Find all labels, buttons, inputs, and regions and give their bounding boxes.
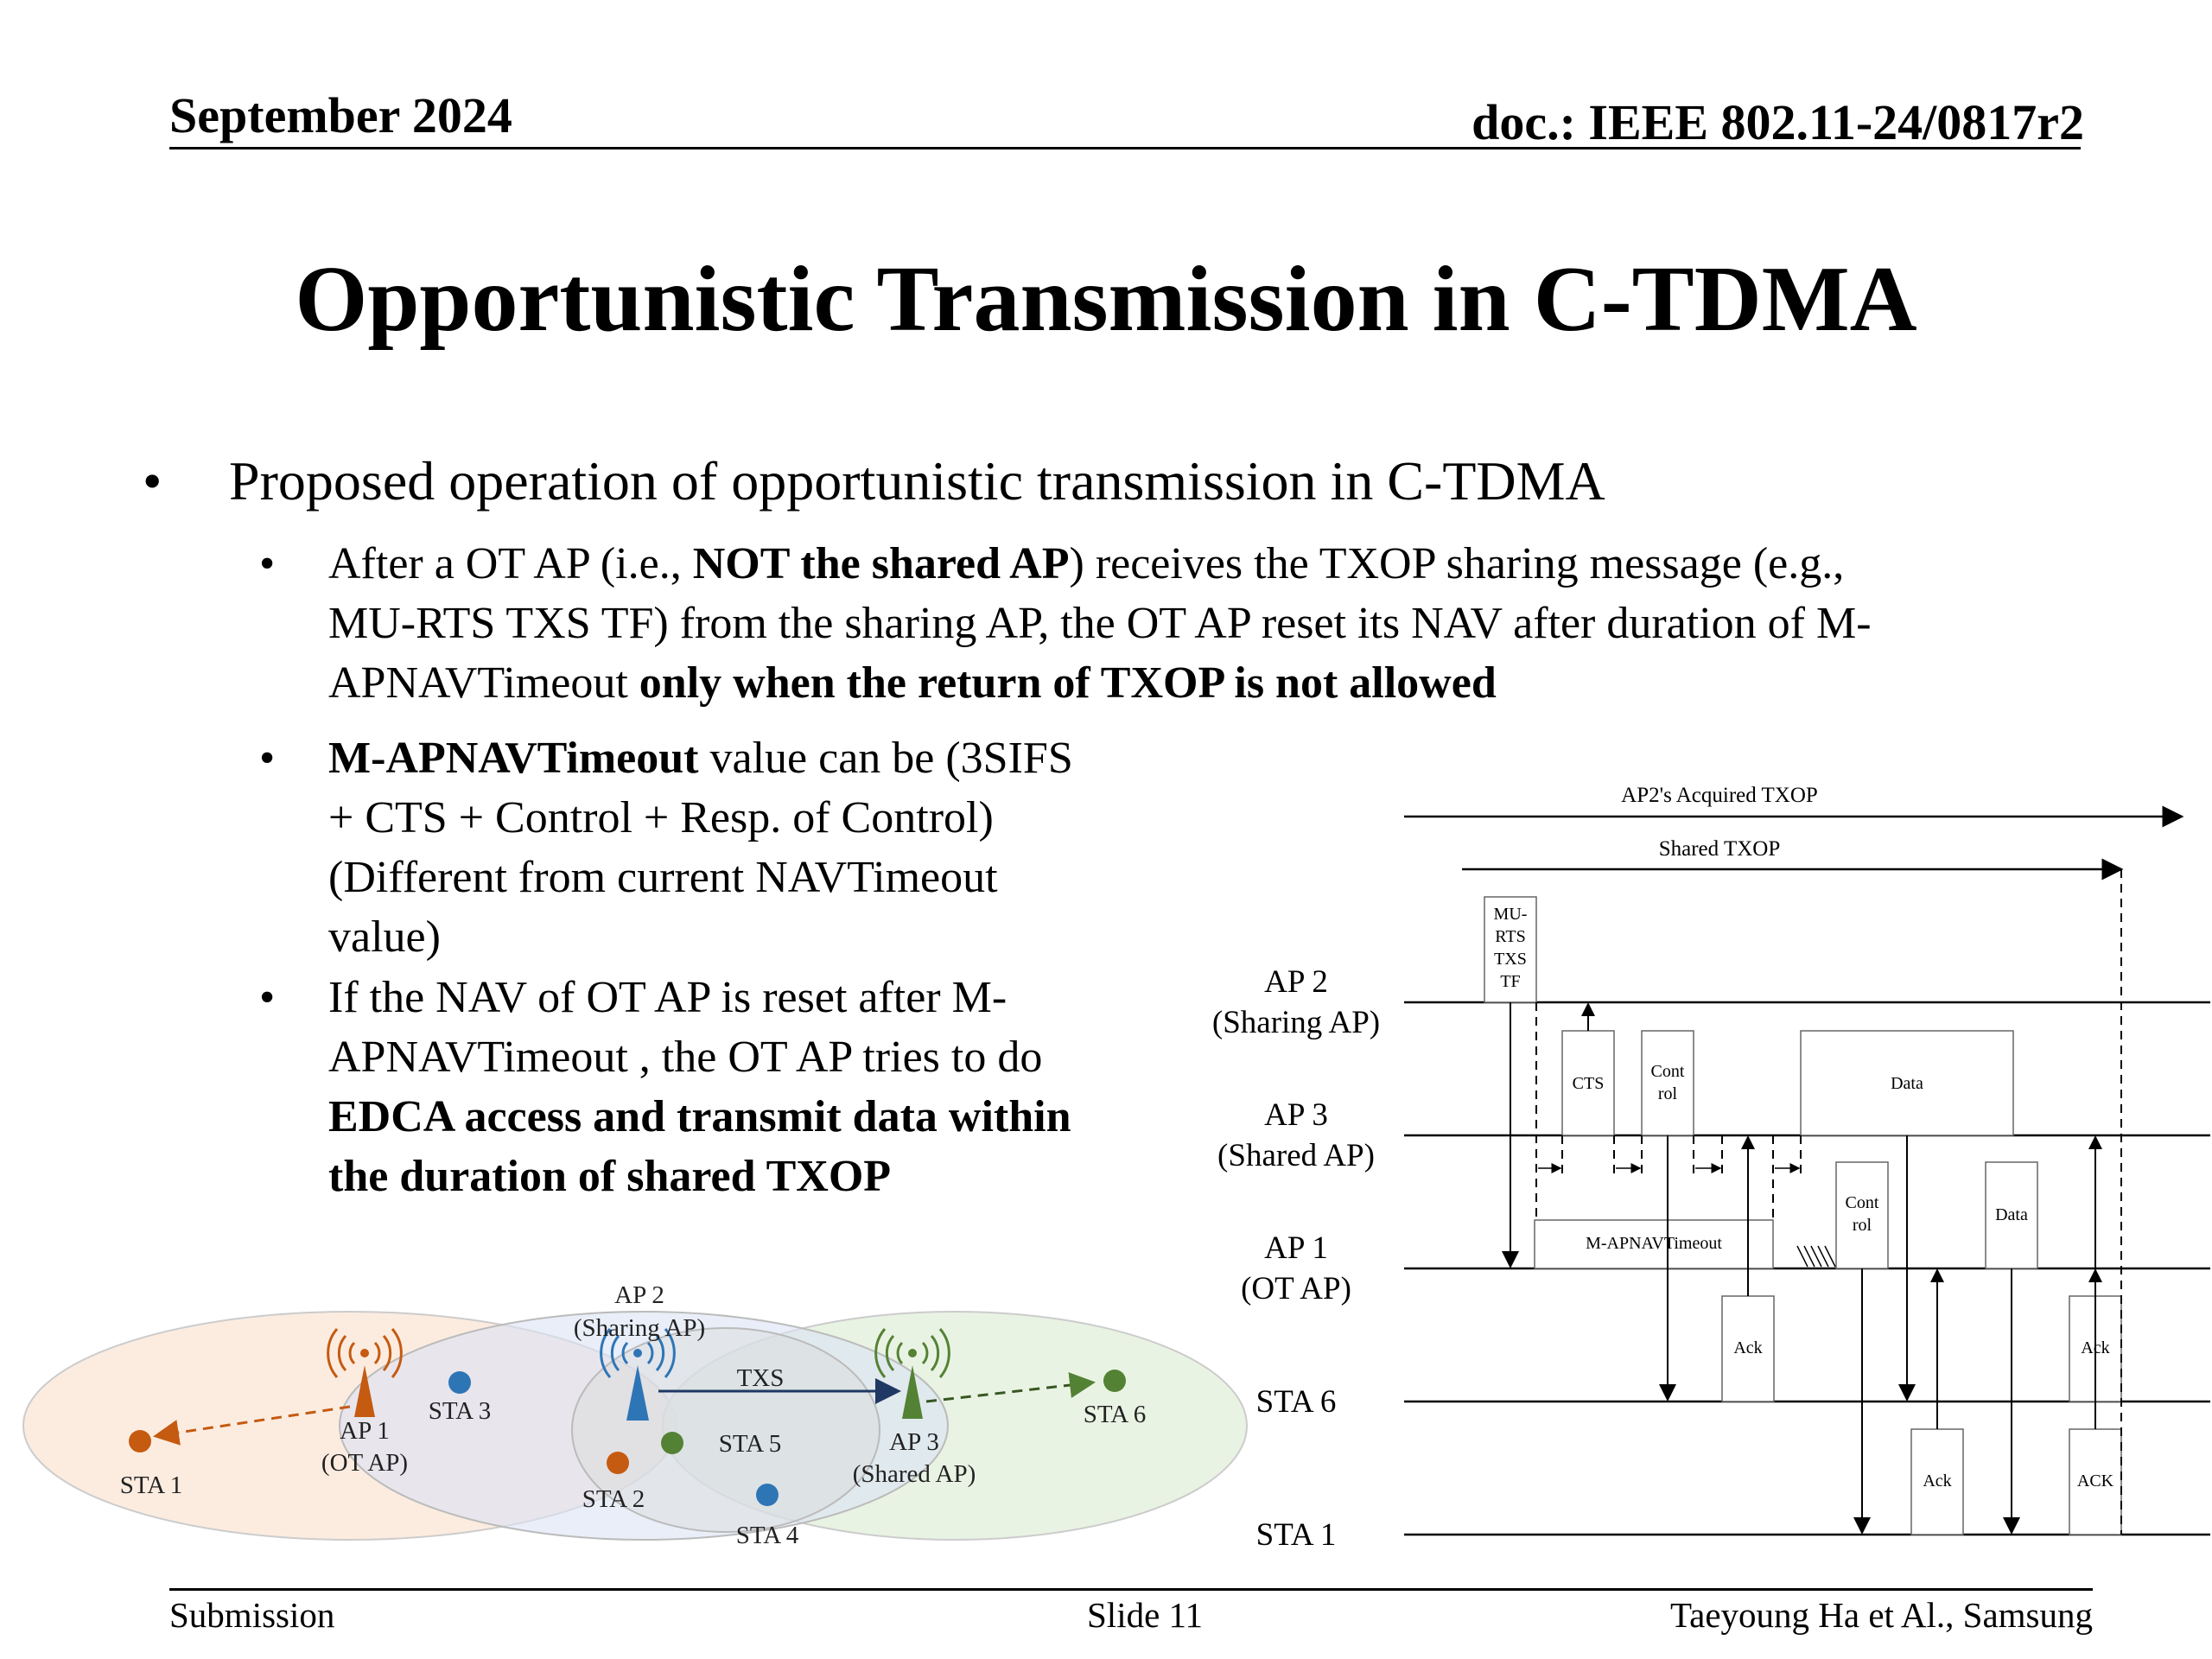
shared-txop-label: Shared TXOP: [1659, 837, 1781, 861]
m-apnavtimeout-box: [1534, 1219, 1774, 1269]
header-date: September 2024: [169, 87, 512, 143]
bullet-dot: •: [143, 450, 162, 512]
murts-label-2: RTS: [1495, 927, 1525, 946]
ap3-data-frame: [1800, 1030, 2014, 1136]
row-ap2-role: (Sharing AP): [1212, 1005, 1380, 1040]
topo-ap3-label: AP 3: [889, 1428, 939, 1456]
network-topology-diagram: AP 2 (Sharing AP) AP 1 (OT AP) AP 3 (Sha…: [22, 1281, 1248, 1549]
timeout-label: M-APNAVTimeout: [1586, 1234, 1722, 1253]
row-ap2: AP 2: [1264, 964, 1328, 1000]
topo-sta3-label: STA 3: [429, 1397, 492, 1425]
ap2-coverage: [339, 1311, 949, 1541]
header-rule: [169, 147, 2081, 149]
topo-ap2-label: AP 2: [614, 1281, 664, 1309]
ack-frame-3: [1910, 1428, 1964, 1535]
text-line-bold: the duration of shared TXOP: [328, 1152, 892, 1201]
cts-label: CTS: [1573, 1074, 1605, 1093]
ap3-antenna-icon: [874, 1328, 950, 1419]
sta2-dot: [607, 1452, 629, 1474]
text-line: + CTS + Control + Resp. of Control): [328, 793, 994, 842]
topo-ap1-role: (OT AP): [321, 1449, 408, 1477]
topo-sta2-label: STA 2: [582, 1485, 645, 1513]
footer-author: Taeyoung Ha et Al., Samsung: [1669, 1595, 2093, 1635]
murts-label-4: TF: [1500, 972, 1520, 991]
text-line: value): [328, 912, 441, 962]
footer-slide-number: Slide 11: [1087, 1595, 1204, 1635]
bullet-dot: •: [259, 734, 276, 783]
ap3-to-sta6-arrow: [925, 1372, 1096, 1403]
murts-label-1: MU-: [1494, 905, 1528, 924]
main-bullet-text: Proposed operation of opportunistic tran…: [229, 450, 1605, 512]
bullet-dot: •: [259, 973, 276, 1022]
backoff-hatch: [1796, 1245, 1836, 1268]
sta1-dot: [129, 1430, 151, 1452]
sta6-dot: [1103, 1370, 1126, 1392]
ack-frame-4: [2069, 1428, 2122, 1535]
timing-diagram: AP2's Acquired TXOP Shared TXOP AP 2 (Sh…: [1212, 784, 2210, 1553]
ap2-antenna-icon: [600, 1328, 676, 1421]
text-line: (Different from current NAVTimeout: [328, 853, 998, 902]
sta3-dot: [448, 1371, 471, 1394]
text-line: APNAVTimeout , the OT AP tries to do: [328, 1033, 1043, 1082]
acquired-txop-label: AP2's Acquired TXOP: [1621, 784, 1818, 807]
text-line: MU-RTS TXS TF) from the sharing AP, the …: [328, 599, 1872, 648]
ap1-data-frame: [1985, 1161, 2038, 1269]
ap1-control-label-2: rol: [1853, 1216, 1872, 1235]
topo-ap2-role: (Sharing AP): [574, 1314, 705, 1342]
topo-sta5-label: STA 5: [719, 1430, 782, 1458]
sta5-dot: [661, 1432, 683, 1454]
cts-frame: [1561, 1030, 1615, 1136]
topo-sta4-label: STA 4: [736, 1522, 799, 1549]
control-label-1: Cont: [1651, 1062, 1685, 1081]
row-ap3-role: (Shared AP): [1217, 1138, 1375, 1173]
sta4-dot: [756, 1484, 779, 1506]
text-line: If the NAV of OT AP is reset after M-: [328, 973, 1007, 1022]
text-run-bold: NOT the shared AP: [692, 539, 1070, 588]
row-ap1: AP 1: [1264, 1230, 1328, 1266]
txs-label: TXS: [737, 1364, 785, 1392]
footer-submission: Submission: [169, 1595, 335, 1635]
topo-sta6-label: STA 6: [1084, 1401, 1147, 1428]
row-sta1: STA 1: [1256, 1517, 1337, 1553]
topo-sta1-label: STA 1: [120, 1471, 183, 1499]
control-label-2: rol: [1658, 1084, 1678, 1103]
topo-ap3-role: (Shared AP): [853, 1460, 976, 1488]
text-run-bold: only when the return of TXOP is not allo…: [639, 658, 1497, 708]
ap1-data-label: Data: [1995, 1205, 2028, 1224]
sub-bullet-2: M-APNAVTimeout value can be (3SIFS + CTS…: [328, 728, 1073, 967]
ap3-data-label: Data: [1891, 1074, 1923, 1093]
text-run: ) receives the TXOP sharing message (e.g…: [1069, 539, 1845, 588]
ack-frame-1: [1721, 1295, 1775, 1402]
row-ap3: AP 3: [1264, 1097, 1328, 1133]
text-run: value can be (3SIFS: [698, 734, 1073, 783]
ap1-to-sta1-arrow: [153, 1405, 351, 1446]
ap1-antenna-icon: [327, 1328, 403, 1417]
murts-label-3: TXS: [1494, 950, 1527, 969]
slide-title: Opportunistic Transmission in C-TDMA: [295, 248, 1917, 351]
row-ap1-role: (OT AP): [1241, 1271, 1351, 1306]
bullet-dot: •: [259, 539, 276, 588]
header-doc-id: doc.: IEEE 802.11-24/0817r2: [1471, 94, 2084, 150]
footer-rule: [169, 1588, 2093, 1591]
topo-ap1-label: AP 1: [340, 1417, 390, 1445]
overlap-region: [571, 1327, 880, 1533]
text-line-bold: EDCA access and transmit data within: [328, 1092, 1071, 1141]
sub-bullet-3: If the NAV of OT AP is reset after M- AP…: [328, 968, 1071, 1206]
ack-label-1: Ack: [1733, 1338, 1762, 1357]
control-frame: [1641, 1030, 1694, 1136]
ack-label-3: Ack: [1923, 1471, 1951, 1491]
text-run: After a OT AP (i.e.,: [328, 539, 693, 588]
sub-bullet-1: After a OT AP (i.e., NOT the shared AP) …: [328, 534, 1872, 713]
ap1-control-label-1: Cont: [1846, 1193, 1879, 1212]
ack-label-4: ACK: [2077, 1471, 2114, 1491]
row-sta6: STA 6: [1256, 1384, 1337, 1420]
text-run-bold: M-APNAVTimeout: [328, 734, 699, 783]
text-run: APNAVTimeout: [328, 658, 639, 708]
